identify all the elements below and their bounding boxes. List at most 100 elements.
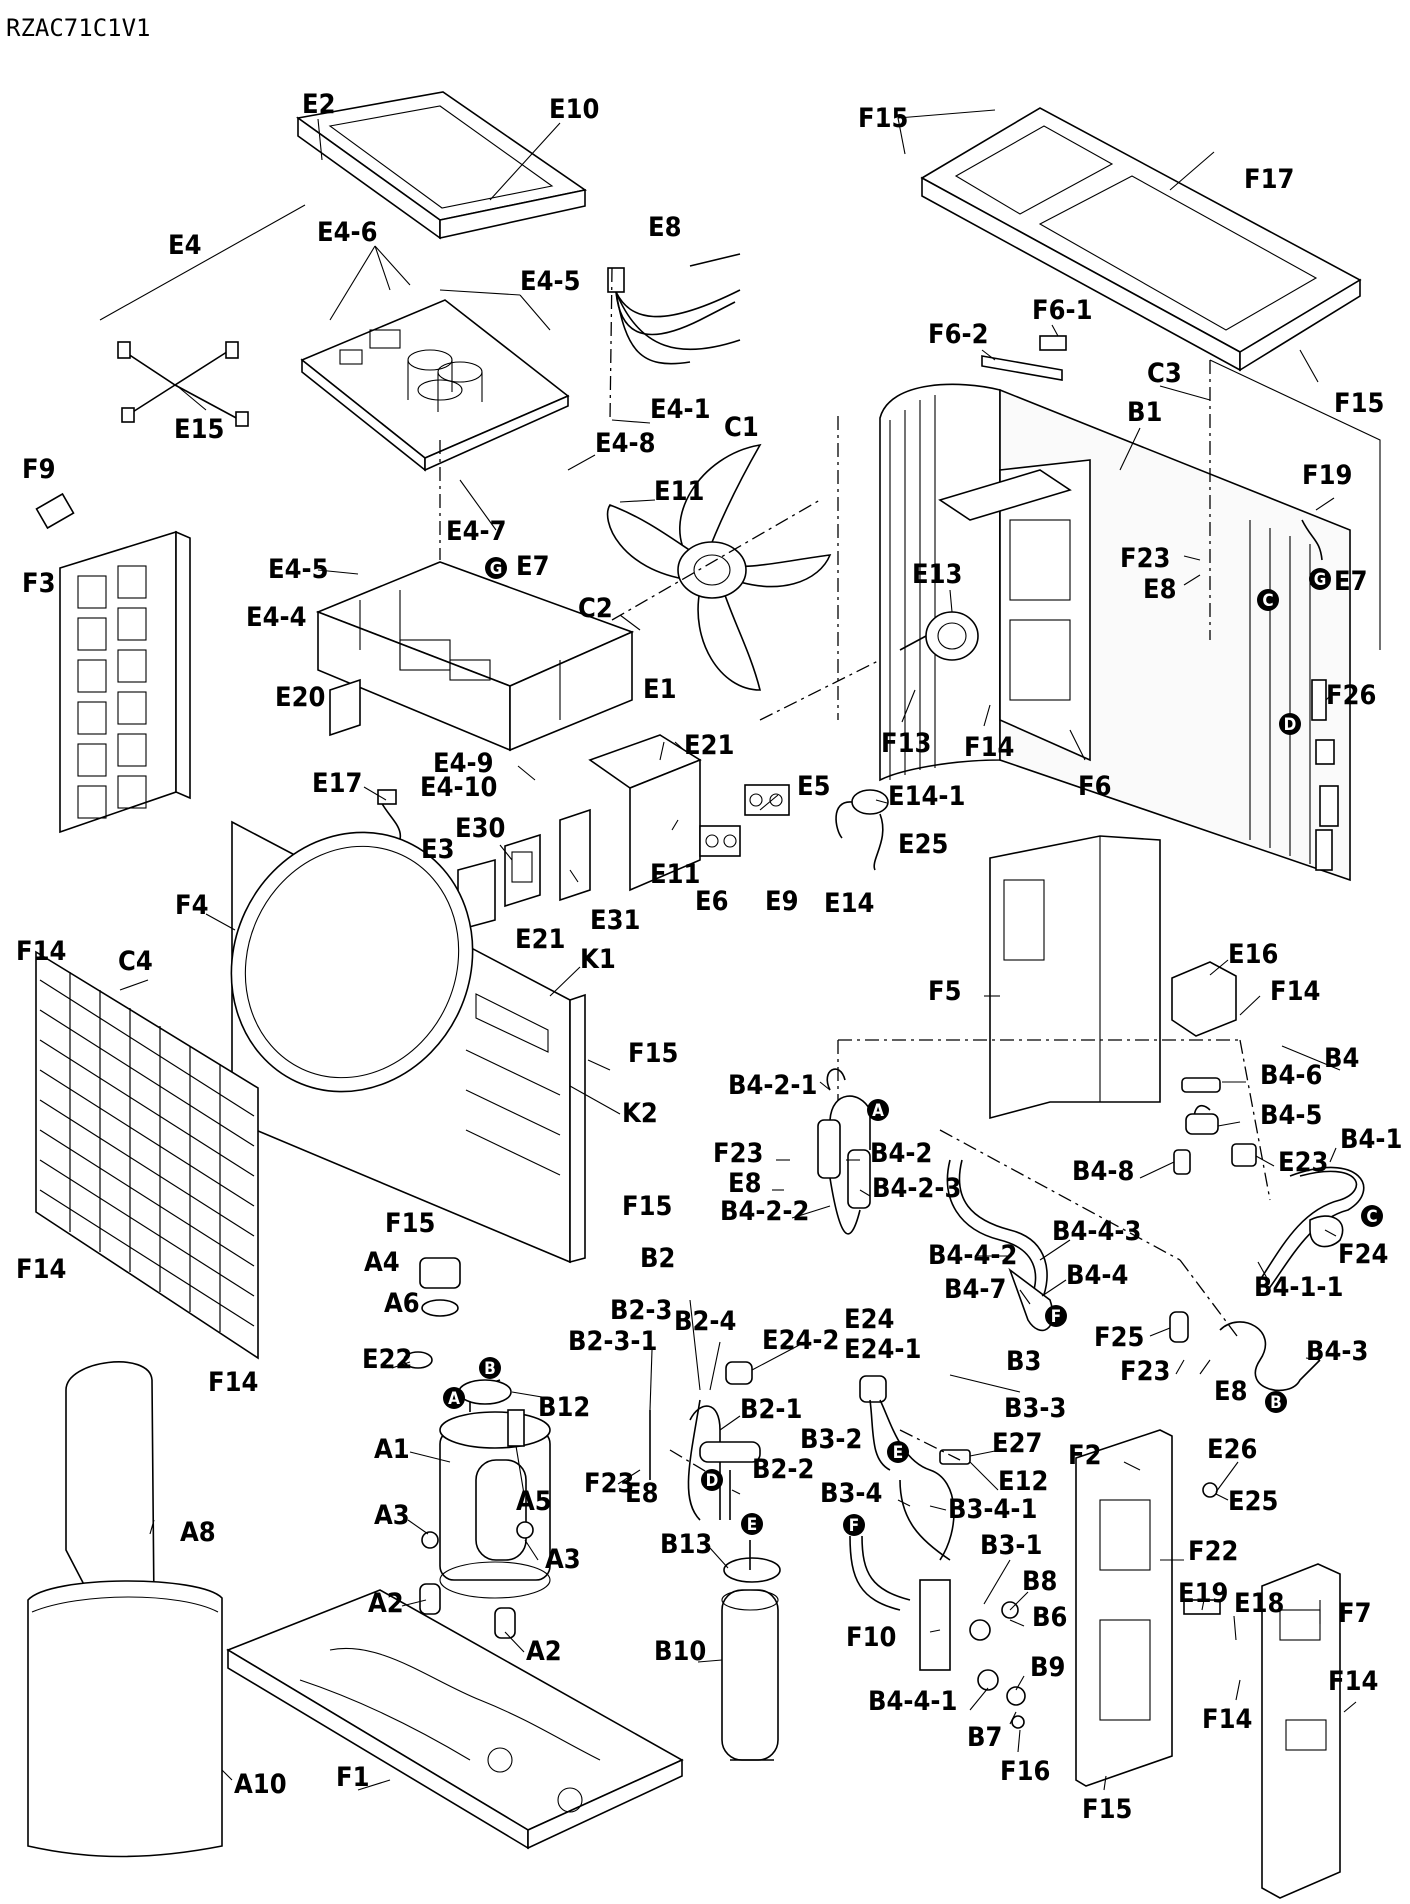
label-c1: C1 xyxy=(724,412,759,443)
marker-c-top: C xyxy=(1257,589,1279,611)
label-f23-top: F23 xyxy=(1120,543,1170,574)
part-e2-lid xyxy=(295,91,587,240)
label-e7-left: E7 xyxy=(516,551,550,582)
label-b13: B13 xyxy=(660,1529,712,1560)
part-a10-jacket xyxy=(27,1580,223,1858)
label-f14-left: F14 xyxy=(16,1254,66,1285)
label-b4-2: B4-2 xyxy=(870,1138,932,1169)
label-b1: B1 xyxy=(1127,397,1162,428)
label-e4-4: E4-4 xyxy=(246,602,307,633)
svg-text:G: G xyxy=(1314,570,1327,590)
label-k1: K1 xyxy=(580,944,616,975)
label-a5: A5 xyxy=(516,1486,552,1517)
part-b4-4-pipes xyxy=(946,1159,1054,1332)
part-e19 xyxy=(1183,1599,1221,1615)
label-e9: E9 xyxy=(765,886,799,917)
label-b9: B9 xyxy=(1030,1652,1065,1683)
callout-labels: E2 E10 E4 E4-6 E4-5 E8 E15 E4-1 C1 E4-8 … xyxy=(16,89,1402,1825)
label-b4-6: B4-6 xyxy=(1260,1060,1322,1091)
label-f13: F13 xyxy=(881,728,931,759)
label-b4-7: B4-7 xyxy=(944,1274,1006,1305)
part-e8-wires xyxy=(607,253,741,365)
label-e4-1: E4-1 xyxy=(650,394,711,425)
label-e21-top: E21 xyxy=(684,730,734,761)
part-a8-jacket xyxy=(65,1361,155,1613)
part-e1-plate xyxy=(588,734,702,892)
label-e19: E19 xyxy=(1178,1578,1228,1609)
part-b3-assembly xyxy=(849,1375,1026,1729)
label-a8: A8 xyxy=(180,1517,216,1548)
marker-f-bottom: F xyxy=(843,1514,865,1536)
label-e4-9: E4-9 xyxy=(433,748,494,779)
label-e14-1: E14-1 xyxy=(888,781,965,812)
part-f9 xyxy=(35,492,75,530)
svg-text:A: A xyxy=(448,1389,460,1409)
label-b4-5: B4-5 xyxy=(1260,1100,1322,1131)
label-e1: E1 xyxy=(643,674,677,705)
part-b2-assembly xyxy=(649,1361,761,1521)
label-e8-top: E8 xyxy=(648,212,682,243)
label-b4-2-2: B4-2-2 xyxy=(720,1196,809,1227)
label-e27: E27 xyxy=(992,1428,1042,1459)
part-f25 xyxy=(1169,1311,1189,1343)
label-f15-bottom: F15 xyxy=(1082,1794,1132,1825)
label-f2: F2 xyxy=(1068,1440,1102,1471)
marker-e-bottom: E xyxy=(741,1513,763,1535)
label-e25-bottom: E25 xyxy=(1228,1486,1278,1517)
label-b2-1: B2-1 xyxy=(740,1394,802,1425)
label-f16: F16 xyxy=(1000,1756,1050,1787)
part-e14-1-sensor xyxy=(835,789,889,871)
part-b4-3-pipe xyxy=(1219,1321,1321,1392)
label-f7: F7 xyxy=(1338,1598,1372,1629)
label-f14-mid: F14 xyxy=(964,732,1014,763)
label-e4-5-mid: E4-5 xyxy=(268,554,329,585)
label-a2-left: A2 xyxy=(368,1588,404,1619)
label-b2-4: B2-4 xyxy=(674,1306,736,1337)
label-f24: F24 xyxy=(1338,1239,1388,1270)
label-f10: F10 xyxy=(846,1622,896,1653)
label-f14-farright: F14 xyxy=(1328,1666,1378,1697)
part-f17-top xyxy=(920,107,1362,372)
label-e22: E22 xyxy=(362,1344,412,1375)
label-e24-2: E24-2 xyxy=(762,1325,839,1356)
label-e4-10: E4-10 xyxy=(420,772,497,803)
part-e5-e6-terminals xyxy=(699,784,790,857)
c3-wire xyxy=(1209,359,1381,650)
svg-text:F: F xyxy=(1051,1307,1061,1327)
label-b2: B2 xyxy=(640,1243,675,1274)
svg-text:D: D xyxy=(706,1471,719,1491)
label-e4-5-top: E4-5 xyxy=(520,266,581,297)
label-b6: B6 xyxy=(1032,1602,1067,1633)
label-k2: K2 xyxy=(622,1098,658,1129)
label-b3-2: B3-2 xyxy=(800,1424,862,1455)
part-f6-partition xyxy=(938,459,1091,762)
svg-text:C: C xyxy=(1262,591,1273,611)
label-f1: F1 xyxy=(336,1762,370,1793)
part-f19 xyxy=(1301,519,1323,561)
label-b2-2: B2-2 xyxy=(752,1454,814,1485)
label-b3-4: B3-4 xyxy=(820,1478,882,1509)
marker-b-bottom: B xyxy=(1265,1391,1287,1413)
part-f6-1 xyxy=(1039,335,1067,351)
label-e8-left: E8 xyxy=(625,1478,659,1509)
label-f15-topright: F15 xyxy=(1334,388,1384,419)
label-b3-1: B3-1 xyxy=(980,1530,1042,1561)
label-e12: E12 xyxy=(998,1466,1048,1497)
label-e4-6: E4-6 xyxy=(317,217,378,248)
label-b7: B7 xyxy=(967,1722,1002,1753)
label-b3-4-1: B3-4-1 xyxy=(948,1494,1037,1525)
label-e13: E13 xyxy=(912,559,962,590)
label-e11-mid: E11 xyxy=(650,859,700,890)
label-f22: F22 xyxy=(1188,1536,1238,1567)
part-f5-panel xyxy=(989,835,1161,1120)
label-b3-3: B3-3 xyxy=(1004,1393,1066,1424)
label-e11-top: E11 xyxy=(654,476,704,507)
part-f26 xyxy=(1311,679,1327,721)
label-c4: C4 xyxy=(118,946,153,977)
svg-text:F: F xyxy=(849,1516,859,1536)
label-e14: E14 xyxy=(824,888,874,919)
marker-a-bottom: A xyxy=(443,1387,465,1409)
label-b2-3-1: B2-3-1 xyxy=(568,1326,657,1357)
label-f23-right: F23 xyxy=(1120,1356,1170,1387)
label-e10: E10 xyxy=(549,94,599,125)
